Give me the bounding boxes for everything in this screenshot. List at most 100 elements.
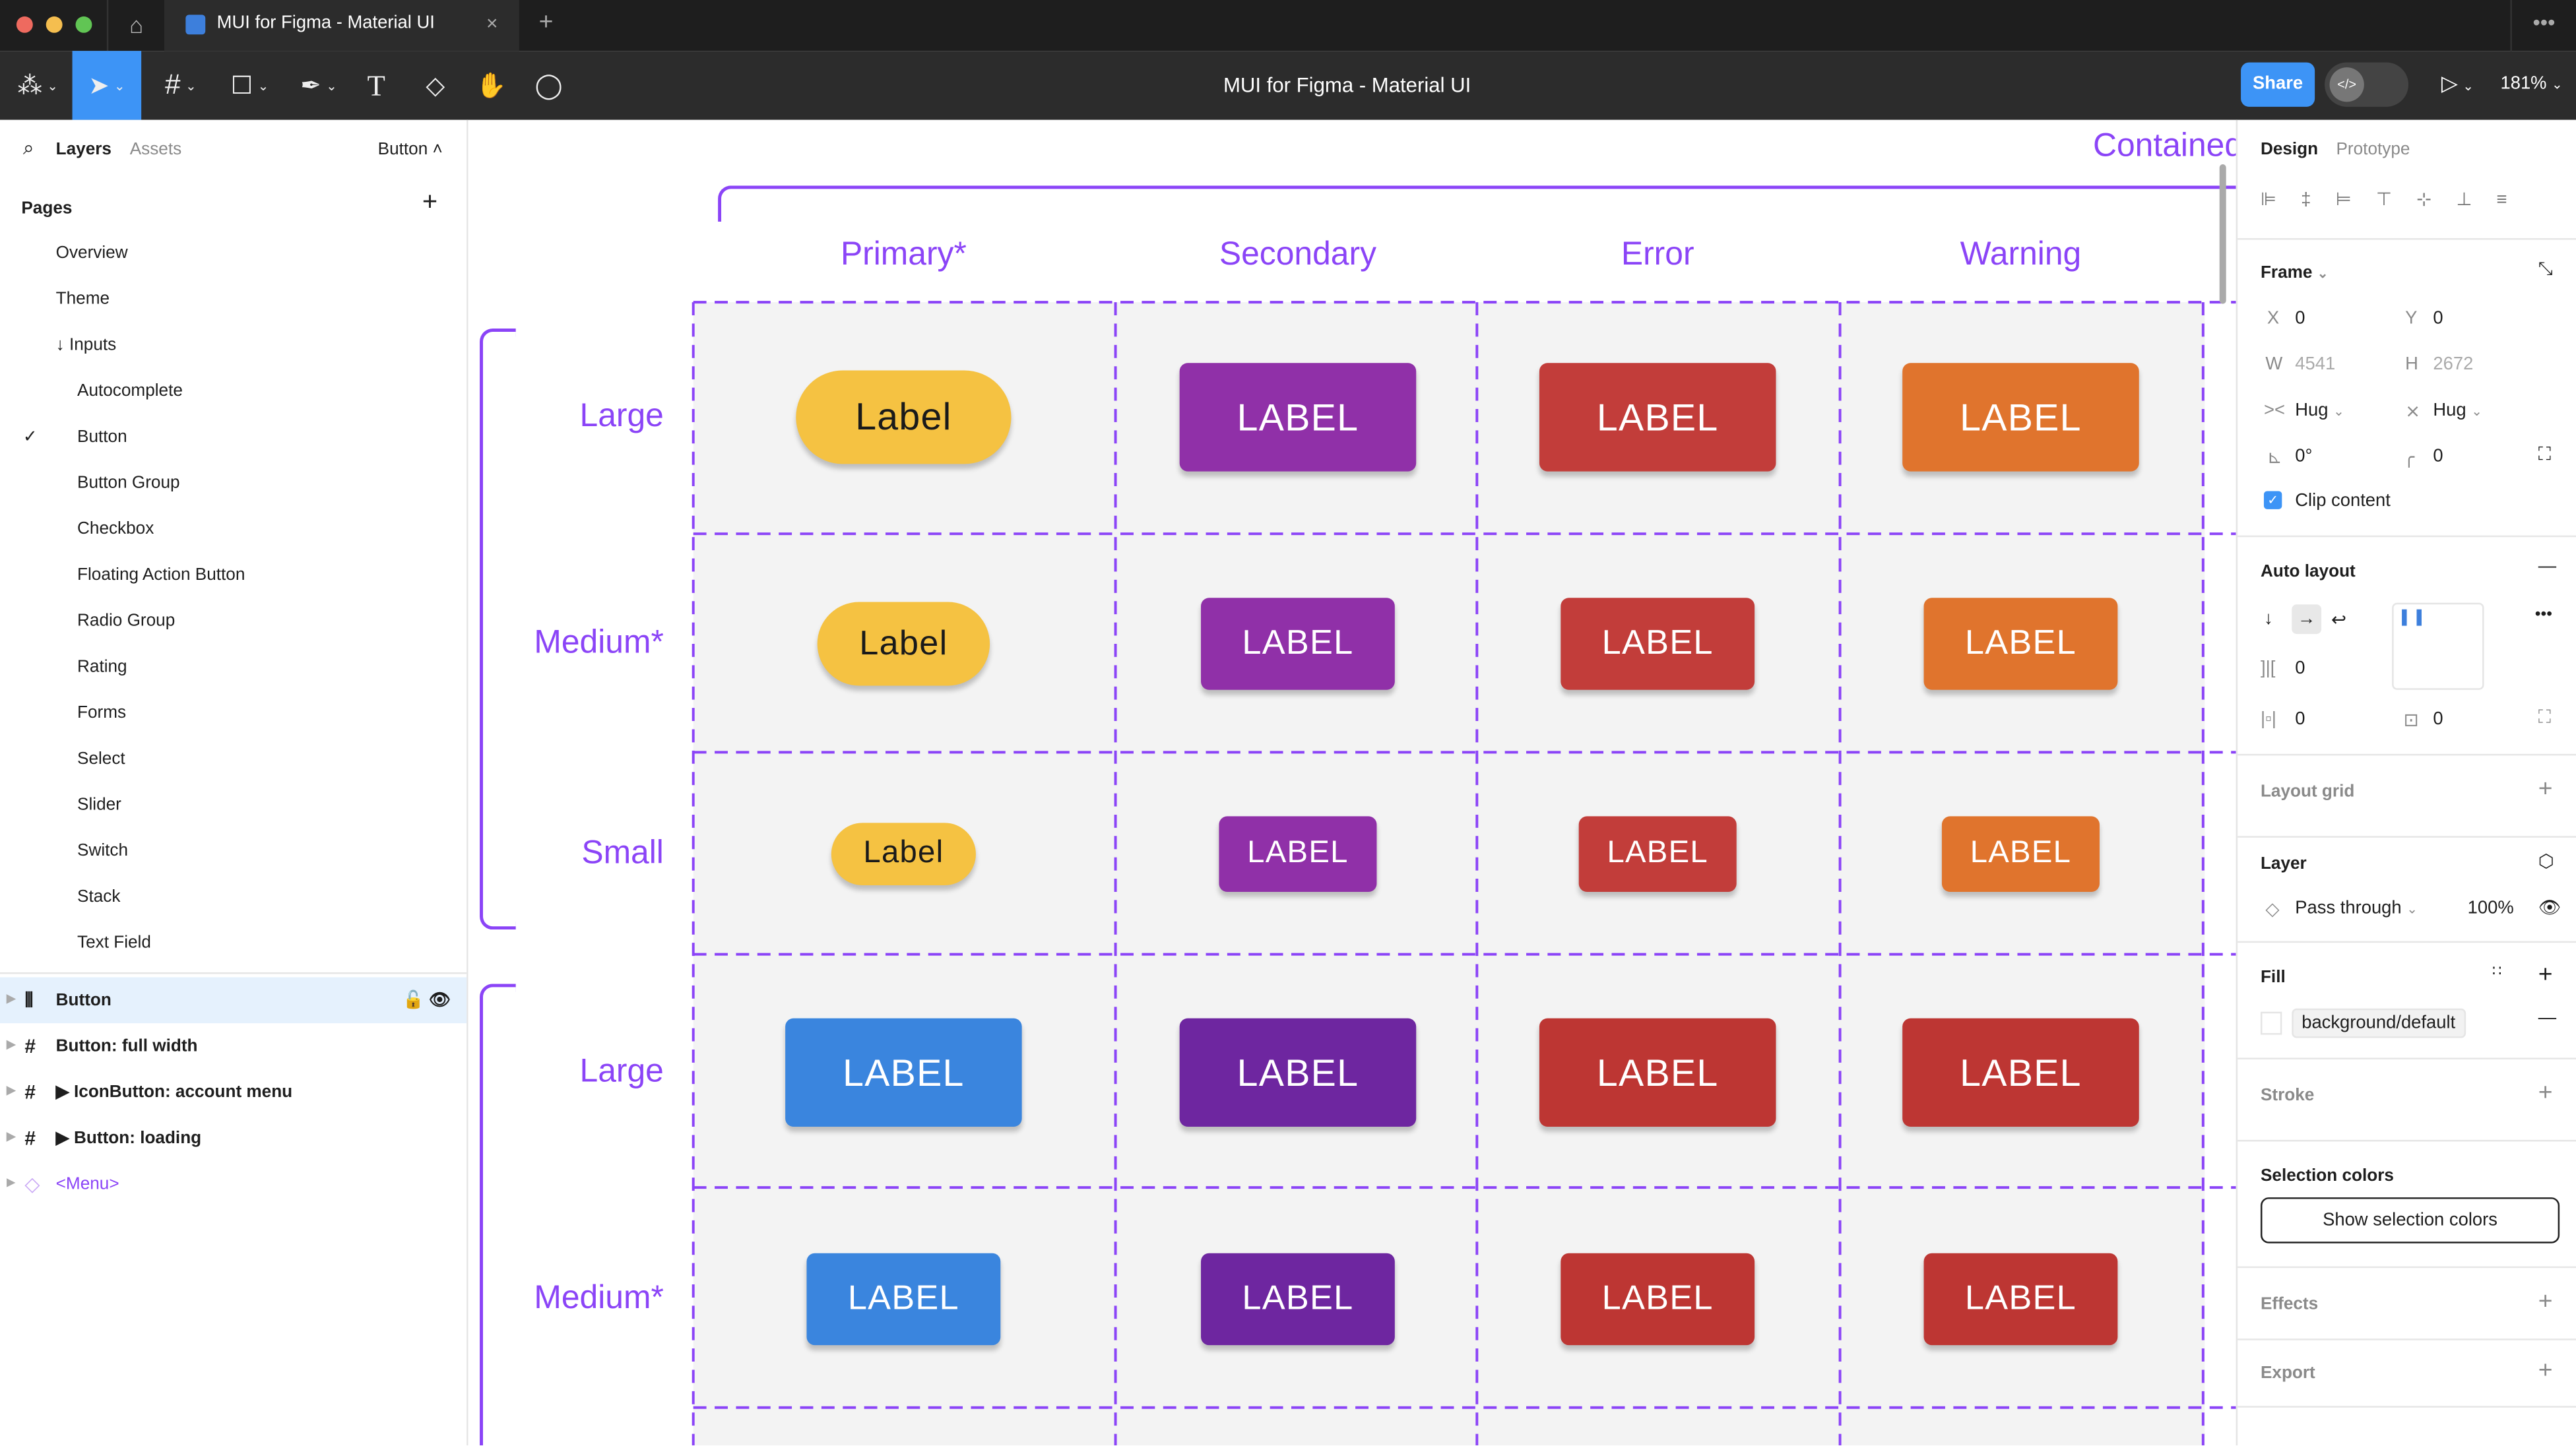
gap-field[interactable]: 0 (2295, 658, 2305, 679)
more-icon[interactable]: ••• (2510, 0, 2576, 51)
hand-tool-icon[interactable]: ✋ (476, 72, 507, 100)
add-effect-icon[interactable]: + (2538, 1288, 2553, 1316)
share-button[interactable]: Share (2241, 62, 2315, 107)
alignment-grid[interactable] (2392, 602, 2484, 690)
maximize-window-button[interactable] (75, 16, 92, 33)
home-icon[interactable]: ⌂ (106, 0, 164, 51)
layer-row[interactable]: ▶#▶ Button: loading (0, 1116, 467, 1162)
move-tool-icon[interactable]: ➤⌄ (72, 51, 142, 120)
expand-caret-icon[interactable]: ▶ (6, 1040, 16, 1052)
close-tab-icon[interactable]: × (486, 11, 498, 35)
page-item[interactable]: ✓Button (0, 414, 467, 460)
add-fill-icon[interactable]: + (2538, 960, 2553, 989)
fill-style-chip[interactable]: background/default (2292, 1008, 2466, 1038)
button-variant[interactable]: LABEL (1941, 816, 2100, 892)
show-selection-colors-button[interactable]: Show selection colors (2260, 1197, 2560, 1243)
blend-mode-select[interactable]: Pass through ⌄ (2295, 898, 2418, 918)
button-variant[interactable]: LABEL (1201, 598, 1395, 690)
vertical-scrollbar[interactable] (2219, 164, 2226, 304)
zoom-level[interactable]: 181%⌄ (2500, 74, 2563, 94)
button-variant[interactable]: Label (796, 370, 1012, 464)
tab-design[interactable]: Design (2260, 139, 2319, 160)
layer-row[interactable]: ▶⦀Button🔓👁 (0, 977, 467, 1024)
style-icon[interactable]: ∷ (2492, 962, 2502, 979)
frame-title[interactable]: Frame ⌄ (2260, 263, 2329, 283)
page-item[interactable]: Button Group (0, 460, 467, 506)
clip-content-checkbox[interactable]: ✓ (2263, 491, 2282, 509)
page-item[interactable]: Stack (0, 874, 467, 920)
minimize-window-button[interactable] (46, 16, 63, 33)
file-tab[interactable]: MUI for Figma - Material UI × (164, 0, 519, 51)
tab-layers[interactable]: Layers (55, 139, 112, 160)
opacity-field[interactable]: 100% (2467, 898, 2514, 918)
corner-radius-field[interactable]: 0 (2433, 447, 2443, 467)
button-variant[interactable]: Label (817, 602, 990, 686)
button-variant[interactable]: LABEL (1539, 363, 1776, 472)
page-item[interactable]: Autocomplete (0, 368, 467, 414)
shape-tool-icon[interactable]: ☐⌄ (230, 72, 269, 100)
resources-tool-icon[interactable]: ◇ (426, 72, 445, 100)
button-variant[interactable]: LABEL (806, 1253, 1001, 1346)
visibility-eye-icon[interactable]: 👁 (2538, 898, 2561, 918)
present-button[interactable]: ▷⌄ (2441, 71, 2474, 96)
remove-auto-layout-icon[interactable]: — (2538, 557, 2557, 577)
expand-caret-icon[interactable]: ▶ (6, 1085, 16, 1098)
comment-tool-icon[interactable]: ◯ (534, 72, 563, 100)
button-variant[interactable]: Label (831, 823, 976, 886)
page-item[interactable]: Rating (0, 644, 467, 690)
page-item[interactable]: Forms (0, 690, 467, 736)
vertical-direction-icon[interactable]: ↓ (2263, 609, 2273, 629)
vertical-padding-field[interactable]: 0 (2433, 709, 2443, 730)
button-variant[interactable]: LABEL (1902, 363, 2139, 472)
page-item[interactable]: Floating Action Button (0, 552, 467, 598)
tab-prototype[interactable]: Prototype (2336, 139, 2410, 160)
add-page-icon[interactable]: + (422, 189, 438, 217)
page-selector[interactable]: Button ˄ (377, 139, 443, 160)
button-variant[interactable]: LABEL (1219, 816, 1377, 892)
unlock-icon[interactable]: 🔓 (402, 990, 424, 1011)
remove-fill-icon[interactable]: — (2538, 1008, 2557, 1028)
button-variant[interactable]: LABEL (1539, 1018, 1776, 1127)
height-field[interactable]: 2672 (2433, 354, 2474, 375)
page-item[interactable]: Checkbox (0, 506, 467, 552)
page-item[interactable]: ↓ Inputs (0, 322, 467, 368)
page-item[interactable]: Slider (0, 782, 467, 828)
expand-caret-icon[interactable]: ▶ (6, 993, 16, 1005)
fill-swatch[interactable] (2260, 1011, 2282, 1035)
button-variant[interactable]: LABEL (1201, 1253, 1395, 1346)
resize-to-fit-icon[interactable]: ⤡ (2538, 259, 2553, 280)
visibility-eye-icon[interactable]: 👁 (428, 990, 451, 1011)
button-variant[interactable]: LABEL (785, 1018, 1022, 1127)
frame-tool-icon[interactable]: #⌄ (164, 69, 197, 100)
search-icon[interactable]: ⌕ (22, 136, 34, 160)
pen-tool-icon[interactable]: ✒⌄ (300, 72, 337, 100)
more-options-icon[interactable]: ••• (2534, 606, 2552, 625)
horizontal-padding-field[interactable]: 0 (2295, 709, 2305, 730)
add-stroke-icon[interactable]: + (2538, 1079, 2553, 1108)
page-item[interactable]: Overview (0, 230, 467, 276)
y-field[interactable]: 0 (2433, 309, 2443, 329)
text-tool-icon[interactable]: T (367, 68, 385, 102)
alignment-icons[interactable]: ⊫‡⊨⊤⊹⊥≡ (2260, 190, 2532, 210)
expand-caret-icon[interactable]: ▶ (6, 1178, 16, 1189)
horizontal-direction-icon[interactable]: → (2292, 604, 2322, 635)
page-item[interactable]: Radio Group (0, 598, 467, 644)
layer-row[interactable]: ▶◇<Menu> (0, 1161, 467, 1207)
page-item[interactable]: Switch (0, 828, 467, 874)
wrap-icon[interactable]: ↩ (2331, 611, 2346, 631)
new-tab-icon[interactable]: + (538, 8, 554, 36)
button-variant[interactable]: LABEL (1578, 816, 1737, 892)
add-layout-grid-icon[interactable]: + (2538, 775, 2553, 803)
add-export-icon[interactable]: + (2538, 1356, 2553, 1385)
close-window-button[interactable] (16, 16, 33, 33)
width-mode-select[interactable]: Hug ⌄ (2295, 400, 2344, 421)
individual-padding-icon[interactable]: ⛶ (2538, 708, 2551, 728)
main-menu-icon[interactable]: ⁂⌄ (17, 72, 58, 100)
layer-options-icon[interactable]: ⬡ (2538, 852, 2554, 873)
expand-caret-icon[interactable]: ▶ (6, 1131, 16, 1143)
button-variant[interactable]: LABEL (1902, 1018, 2139, 1127)
page-item[interactable]: Text Field (0, 920, 467, 966)
page-item[interactable]: Select (0, 736, 467, 782)
layer-row[interactable]: ▶#Button: full width (0, 1023, 467, 1069)
button-variant[interactable]: LABEL (1561, 1253, 1755, 1346)
